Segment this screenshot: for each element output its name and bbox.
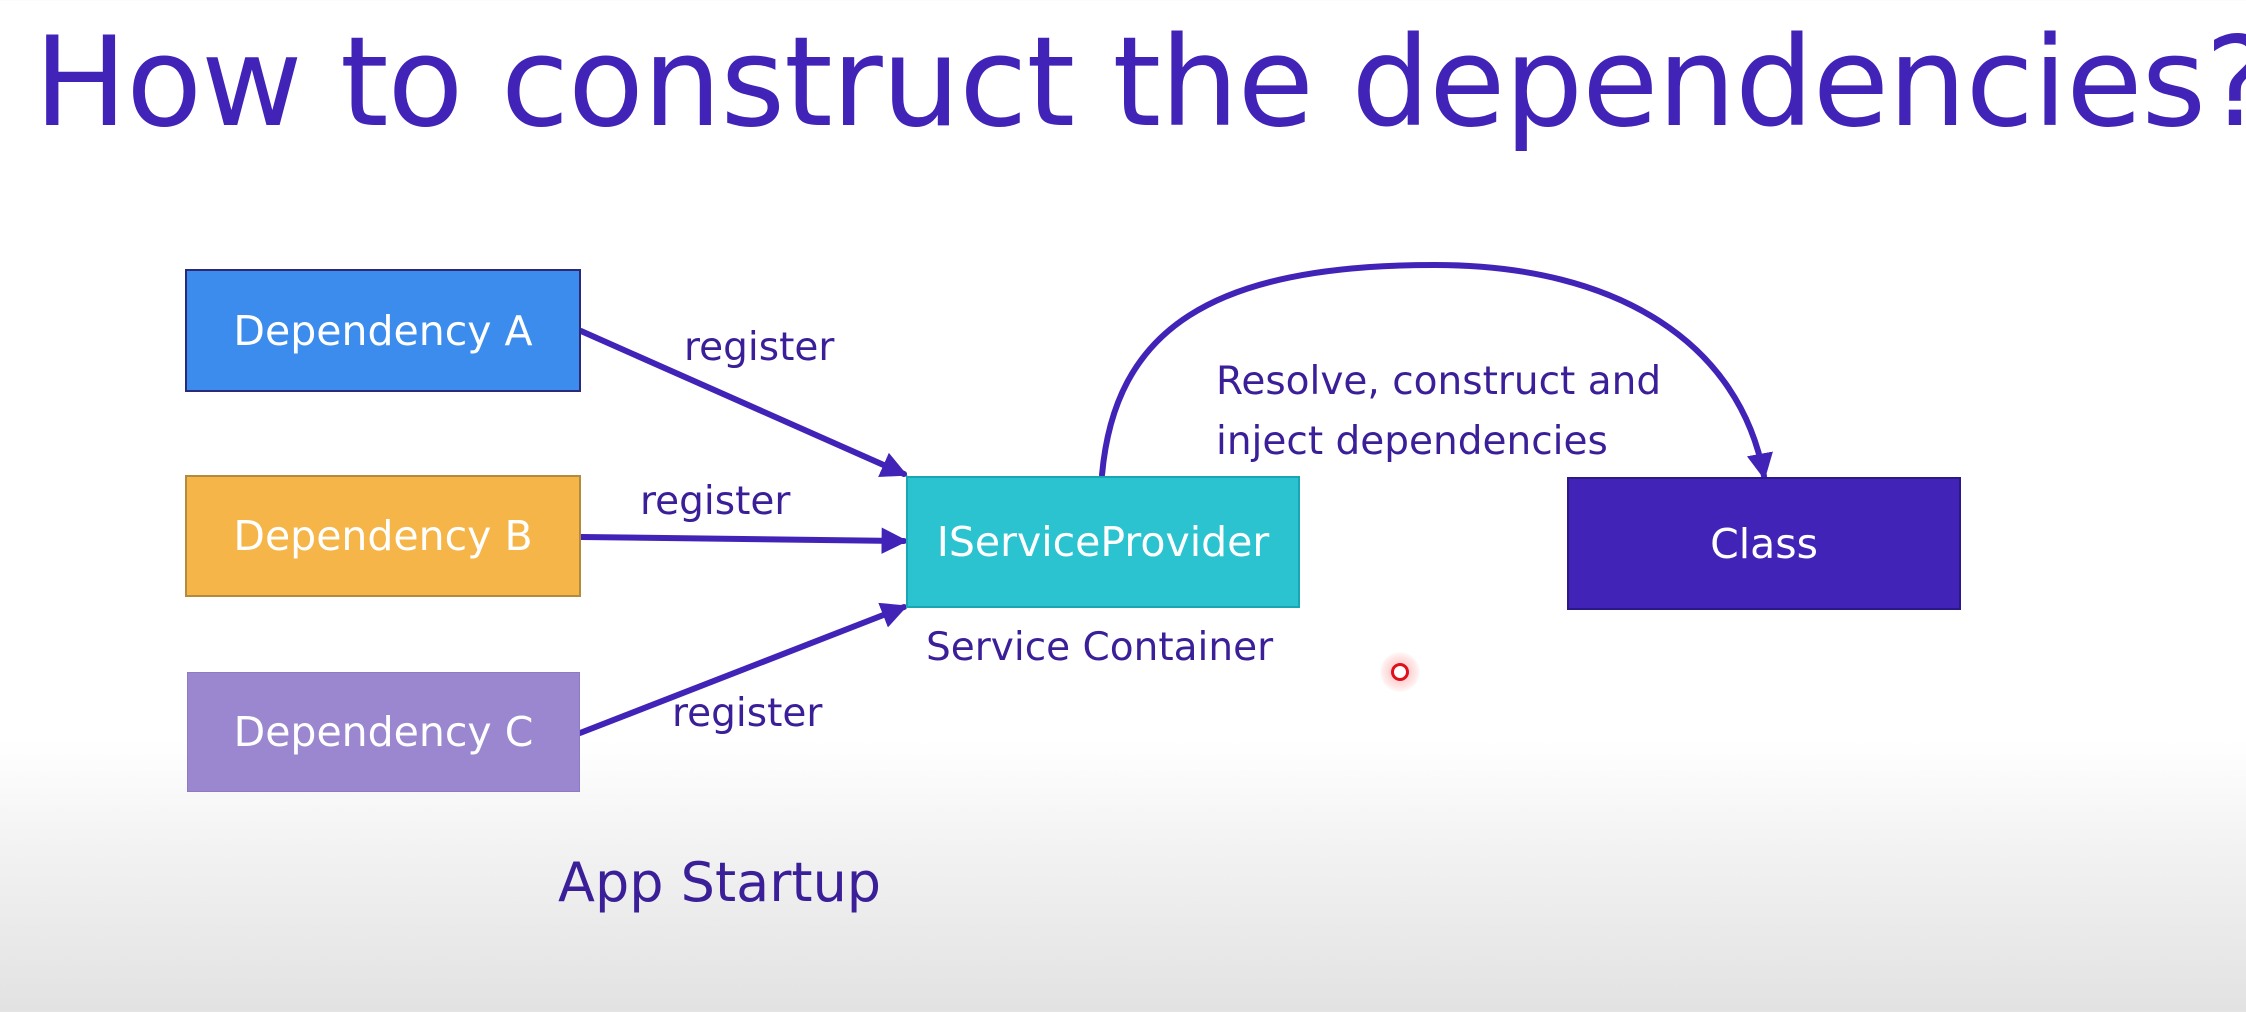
service-provider-label: IServiceProvider xyxy=(936,518,1270,566)
dependency-b-node: Dependency B xyxy=(185,475,581,597)
resolve-inject-label: Resolve, construct and inject dependenci… xyxy=(1216,352,1661,472)
class-node: Class xyxy=(1567,477,1961,610)
class-label: Class xyxy=(1710,519,1818,568)
app-startup-caption: App Startup xyxy=(558,851,882,914)
register-b-label: register xyxy=(640,479,791,524)
resolve-inject-line-2: inject dependencies xyxy=(1216,419,1608,464)
cursor-ring xyxy=(1391,663,1409,681)
arrow-register-c xyxy=(577,602,908,736)
slide-title: How to construct the dependencies? xyxy=(34,11,2246,155)
recording-cursor-dot-icon xyxy=(1380,652,1420,692)
register-a-label: register xyxy=(684,325,835,370)
dependency-a-label: Dependency A xyxy=(233,306,533,355)
resolve-inject-line-1: Resolve, construct and xyxy=(1216,359,1662,404)
arrow-register-a xyxy=(578,328,908,477)
service-provider-node: IServiceProvider xyxy=(906,476,1300,608)
register-c-label: register xyxy=(672,691,823,736)
dependency-c-node: Dependency C xyxy=(187,672,580,792)
arrow-register-b xyxy=(578,527,908,554)
dependency-c-label: Dependency C xyxy=(233,708,534,756)
service-container-caption: Service Container xyxy=(926,625,1274,670)
dependency-b-label: Dependency B xyxy=(233,512,533,560)
arrow-resolve-inject xyxy=(1099,261,1773,480)
dependency-a-node: Dependency A xyxy=(185,269,581,392)
